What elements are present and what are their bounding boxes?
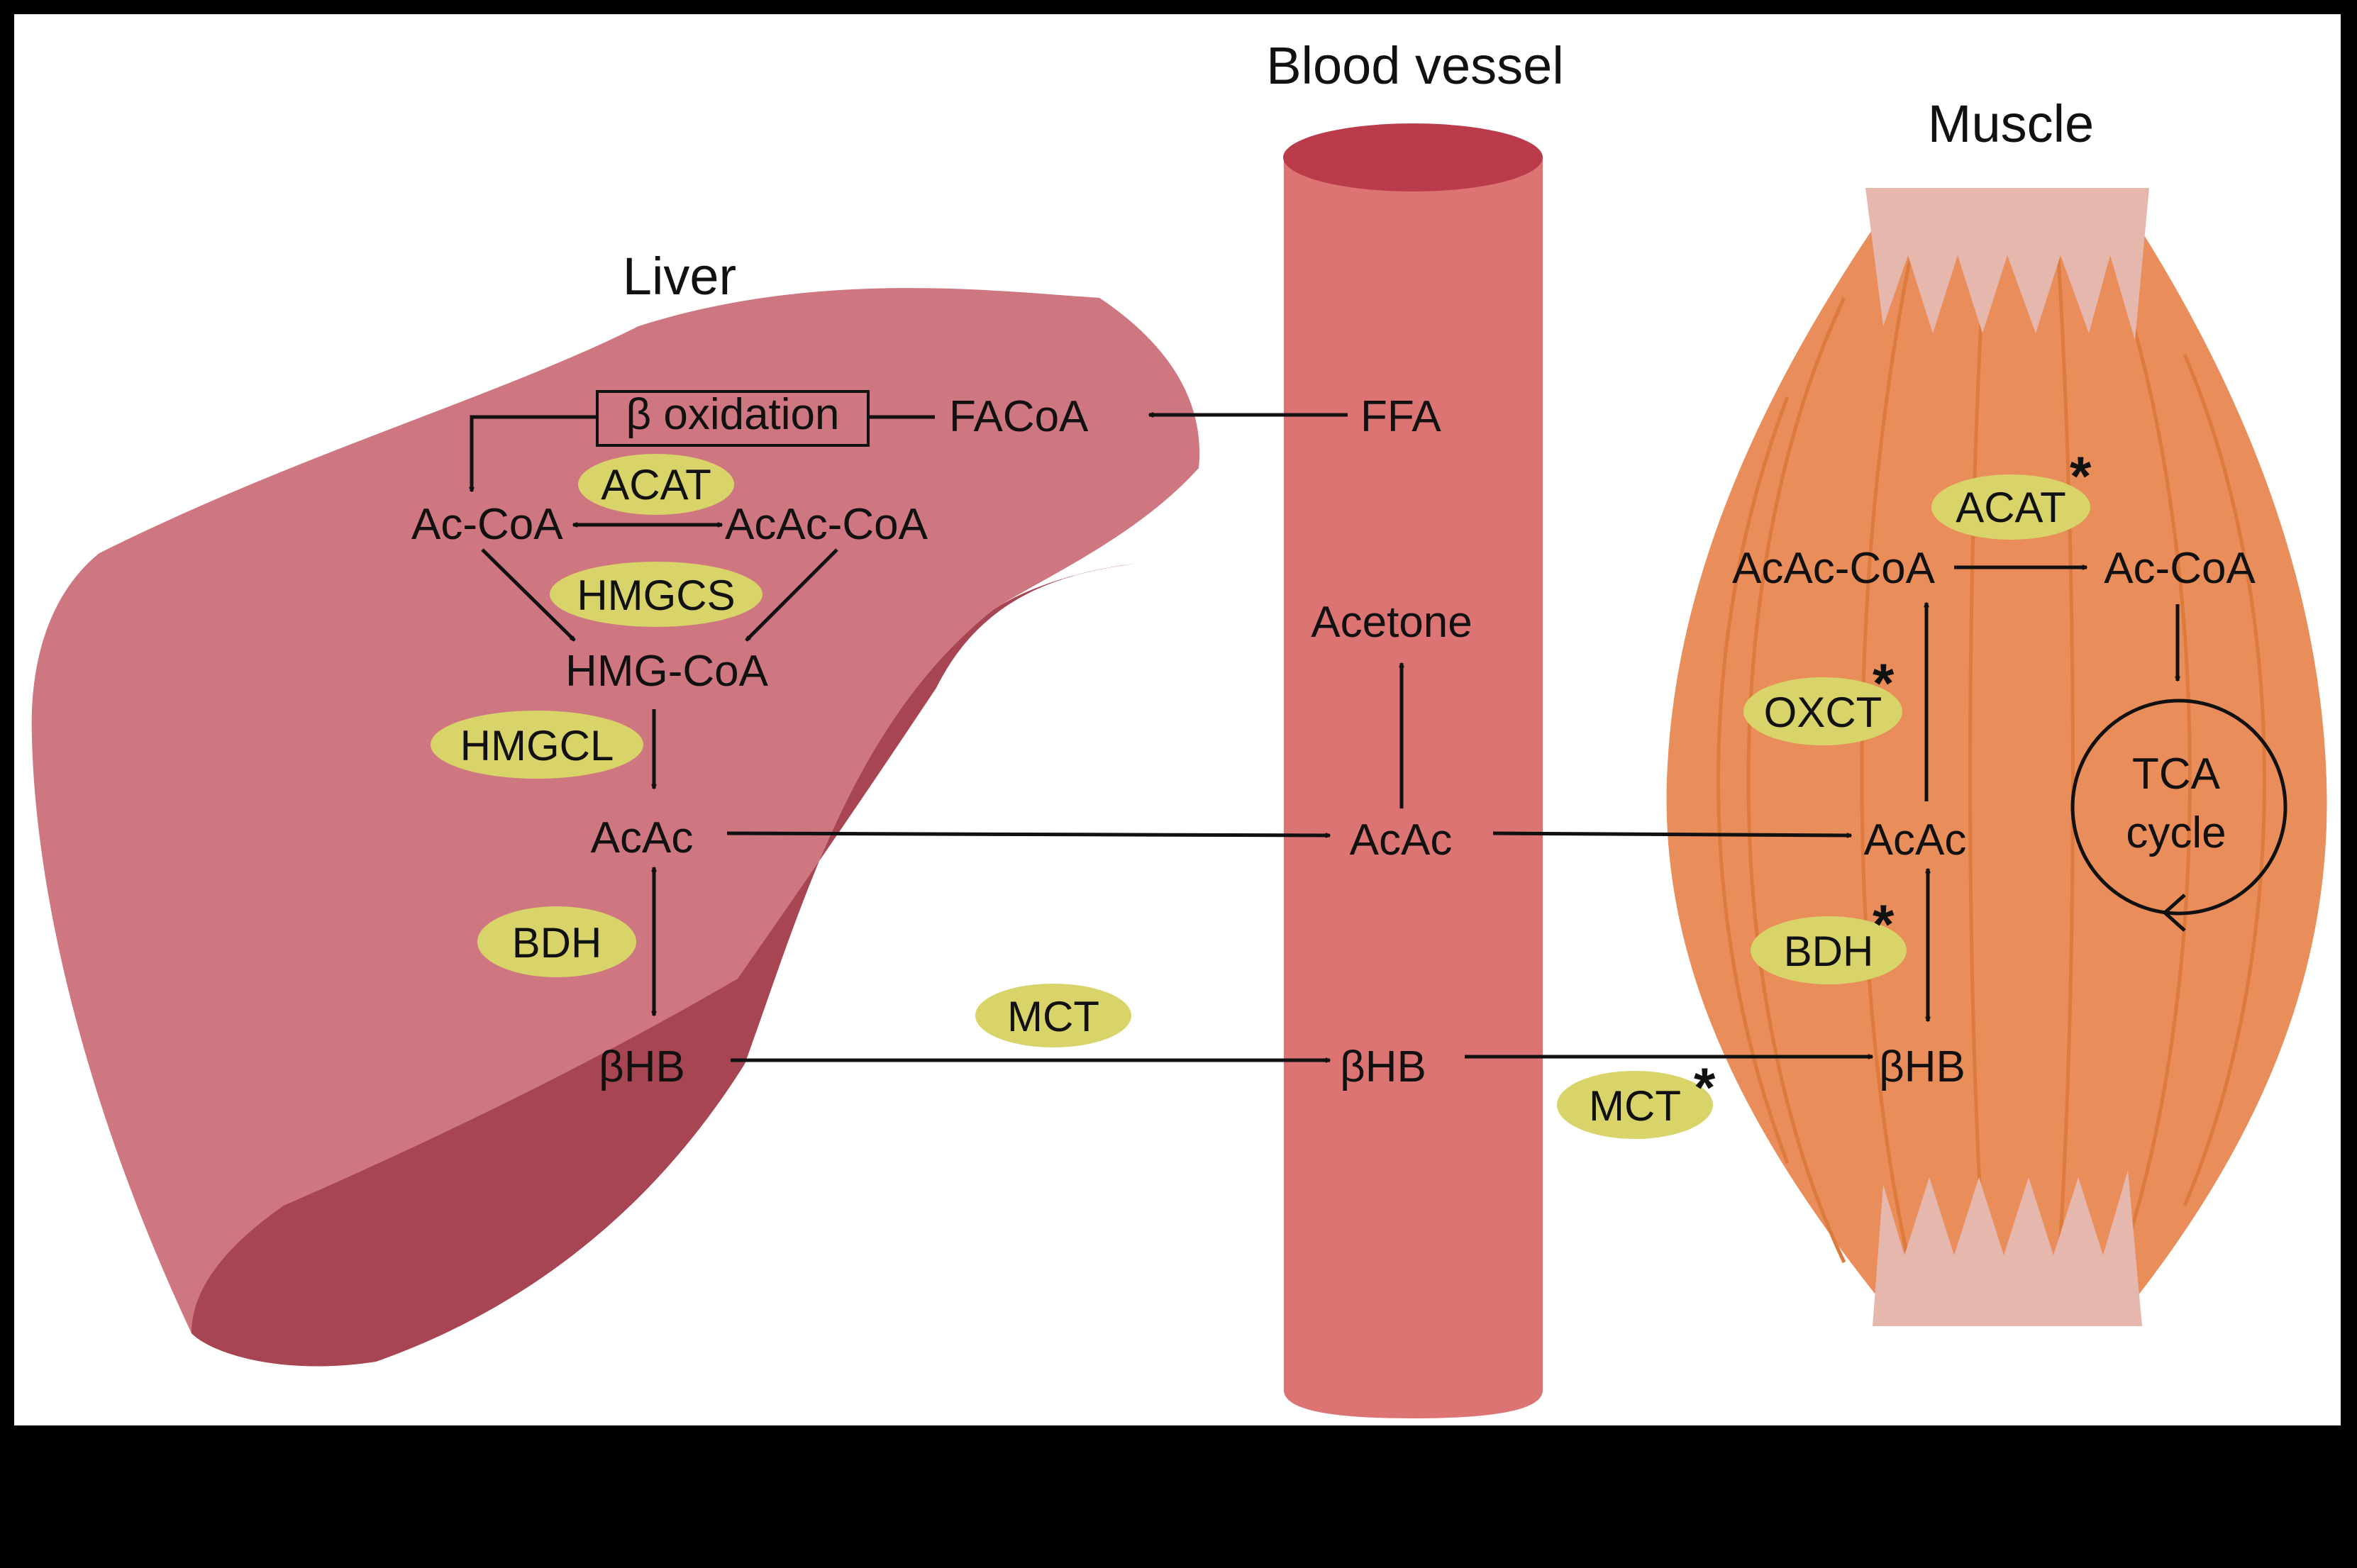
liver-shape — [31, 288, 1200, 1367]
box-to-accoa-arrow — [472, 415, 597, 491]
muscle-ac-coa: Ac-CoA — [2104, 544, 2256, 593]
liver-bdh-label: BDH — [512, 919, 602, 967]
muscle-bdh-asterisk: * — [1873, 893, 1895, 955]
blood-ffa: FFA — [1360, 392, 1441, 441]
liver-acat-label: ACAT — [601, 461, 711, 508]
tca-label-line1: TCA — [2132, 750, 2221, 799]
liver-facoa: FACoA — [949, 392, 1089, 441]
tca-cycle-arrowhead — [2162, 894, 2186, 932]
liver-hmgcl-label: HMGCL — [460, 722, 614, 769]
muscle-oxct-label: OXCT — [1764, 689, 1882, 736]
blood-mct-ellipse — [975, 984, 1131, 1047]
liver-acat-ellipse — [578, 454, 734, 515]
blood-bhb: βHB — [1340, 1042, 1426, 1091]
accoa-to-hmgcoa-arrow — [481, 548, 576, 642]
liver-shadow — [192, 564, 1135, 1367]
muscle-acac: AcAc — [1864, 816, 1967, 864]
liver-ac-coa: Ac-CoA — [411, 500, 563, 549]
muscle-mct-asterisk: * — [1694, 1056, 1716, 1118]
vessel-opening — [1283, 123, 1543, 191]
muscle-oxct-ellipse — [1743, 677, 1902, 745]
vessel-body — [1284, 157, 1543, 1418]
beta-oxidation-label: β oxidation — [626, 390, 839, 439]
liver-hmgcs-label: HMGCS — [577, 572, 735, 619]
muscle-fibers — [1717, 233, 2266, 1291]
tca-cycle-circle — [2070, 699, 2287, 916]
liver-title: Liver — [623, 247, 736, 306]
muscle-tendon-top — [1865, 188, 2149, 340]
muscle-acat-ellipse — [1931, 474, 2090, 540]
muscle-shape — [1666, 188, 2327, 1326]
muscle-mct-label: MCT — [1589, 1082, 1681, 1130]
blood-mct-label: MCT — [1007, 993, 1099, 1040]
blood-acac-to-muscle-arrow — [1492, 831, 1851, 835]
liver-acac-to-blood-arrow — [726, 831, 1330, 835]
liver-bhb: βHB — [599, 1042, 685, 1091]
muscle-bdh-ellipse — [1751, 916, 1907, 984]
muscle-organ — [1666, 188, 2327, 1326]
liver-bdh-ellipse — [477, 906, 636, 977]
blood-vessel — [1283, 123, 1543, 1418]
blood-acac: AcAc — [1350, 816, 1453, 864]
liver-acac: AcAc — [591, 813, 694, 862]
muscle-acat-label: ACAT — [1956, 484, 2066, 531]
muscle-tendon-bottom — [1873, 1170, 2142, 1326]
muscle-bhb: βHB — [1879, 1042, 1965, 1091]
blood-acetone: Acetone — [1311, 598, 1473, 647]
liver-hmgcl-ellipse — [431, 711, 643, 779]
liver-acac-coa: AcAc-CoA — [725, 500, 928, 549]
muscle-mct-ellipse — [1557, 1071, 1713, 1139]
tca-label-line2: cycle — [2126, 808, 2226, 857]
muscle-acac-coa: AcAc-CoA — [1732, 544, 1936, 593]
blood-vessel-title: Blood vessel — [1266, 36, 1564, 95]
acaccoa-to-hmgcoa-arrow — [745, 548, 838, 642]
muscle-acat-asterisk: * — [2070, 445, 2092, 507]
liver-hmgcs-ellipse — [550, 562, 762, 627]
liver-organ — [31, 288, 1200, 1367]
muscle-title: Muscle — [1928, 94, 2094, 153]
muscle-oxct-asterisk: * — [1873, 652, 1895, 714]
liver-hmg-coa: HMG-CoA — [565, 647, 769, 696]
muscle-bdh-label: BDH — [1784, 928, 1874, 975]
